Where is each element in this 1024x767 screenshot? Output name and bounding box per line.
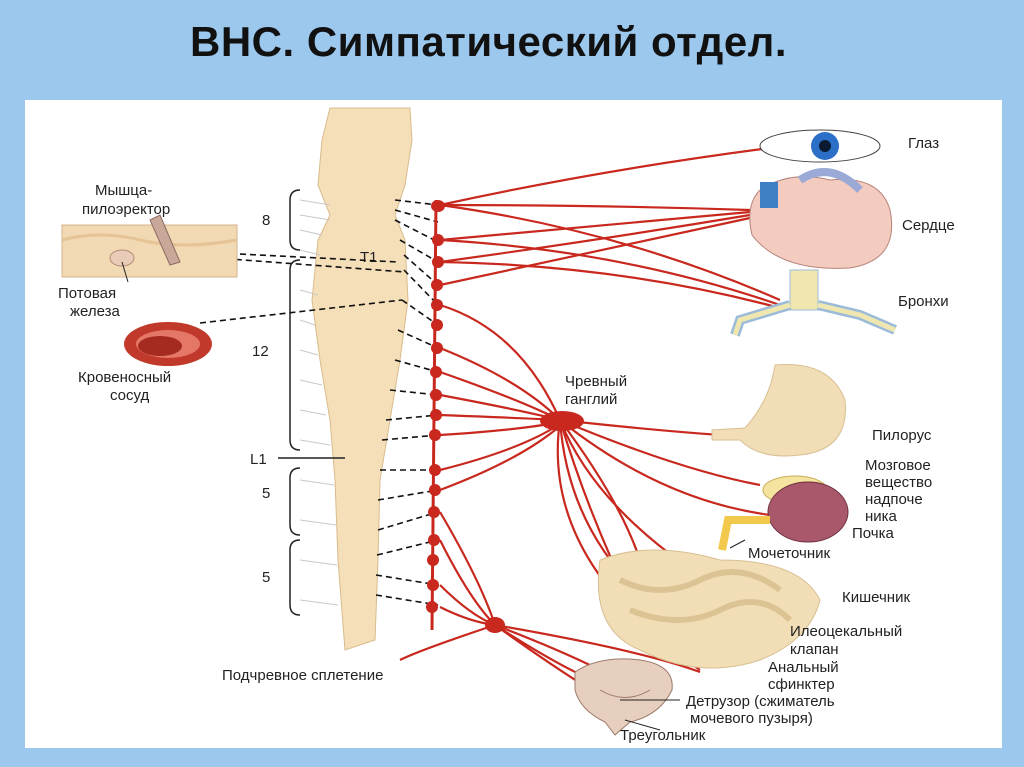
- label-sweat-gland-1: Потовая: [58, 285, 116, 302]
- label-bronchi: Бронхи: [898, 293, 949, 310]
- label-detrusor-1: Детрузор (сжиматель: [686, 693, 835, 710]
- segment-t1: T1: [360, 249, 378, 266]
- label-hypogastric: Подчревное сплетение: [222, 667, 383, 684]
- label-piloerector-1: Мышца-: [95, 182, 152, 199]
- label-ileocecal-2: клапан: [790, 641, 839, 658]
- celiac-ganglion: [540, 411, 584, 431]
- bronchi-illustration: [730, 269, 897, 337]
- label-blood-vessel-1: Кровеносный: [78, 369, 171, 386]
- label-ileocecal-1: Илеоцекальный: [790, 623, 902, 640]
- preganglionic-fibers: [175, 199, 439, 606]
- label-sweat-gland-2: железа: [70, 303, 121, 320]
- spinal-cord: [311, 107, 413, 651]
- label-anal-2: сфинктер: [768, 676, 835, 693]
- label-pylorus: Пилорус: [872, 427, 932, 444]
- label-heart: Сердце: [902, 217, 955, 234]
- label-adrenal-2: вещество: [865, 474, 932, 491]
- label-kidney: Почка: [852, 525, 895, 542]
- label-celiac-2: ганглий: [565, 391, 617, 408]
- label-adrenal-4: ника: [865, 508, 898, 525]
- segment-brackets: [278, 189, 345, 616]
- label-anal-1: Анальный: [768, 659, 839, 676]
- spinal-roots: [299, 199, 339, 606]
- label-adrenal-3: надпоче: [865, 491, 923, 508]
- label-eye: Глаз: [908, 135, 939, 152]
- bladder-illustration: [574, 658, 673, 736]
- trunk-ganglia: [426, 200, 445, 613]
- postganglionic-fibers: [399, 146, 781, 712]
- label-piloerector-2: пилоэректор: [82, 201, 170, 218]
- label-detrusor-2: мочевого пузыря): [690, 710, 813, 727]
- segment-l1: L1: [250, 451, 267, 468]
- intestine-illustration: [597, 549, 821, 669]
- segment-sacral: 5: [262, 569, 270, 586]
- segment-12: 12: [252, 343, 269, 360]
- slide-title: ВНС. Симпатический отдел.: [190, 18, 788, 65]
- skin-piloerector: [61, 214, 238, 278]
- label-trigone: Треугольник: [620, 727, 706, 744]
- label-intestine: Кишечник: [842, 589, 910, 606]
- label-adrenal-1: Мозговое: [865, 457, 931, 474]
- blood-vessel-illustration: [124, 322, 212, 366]
- eye-illustration: [759, 129, 881, 163]
- kidney-illustration: [718, 475, 849, 551]
- label-blood-vessel-2: сосуд: [110, 387, 150, 404]
- label-ureter: Мочеточник: [748, 545, 831, 562]
- label-celiac-1: Чревный: [565, 373, 627, 390]
- segment-lumbar: 5: [262, 485, 270, 502]
- label-leaders: [121, 261, 746, 731]
- stomach-illustration: [711, 363, 846, 457]
- segment-8: 8: [262, 212, 270, 229]
- hypogastric-plexus: [485, 617, 505, 633]
- heart-illustration: [749, 168, 893, 269]
